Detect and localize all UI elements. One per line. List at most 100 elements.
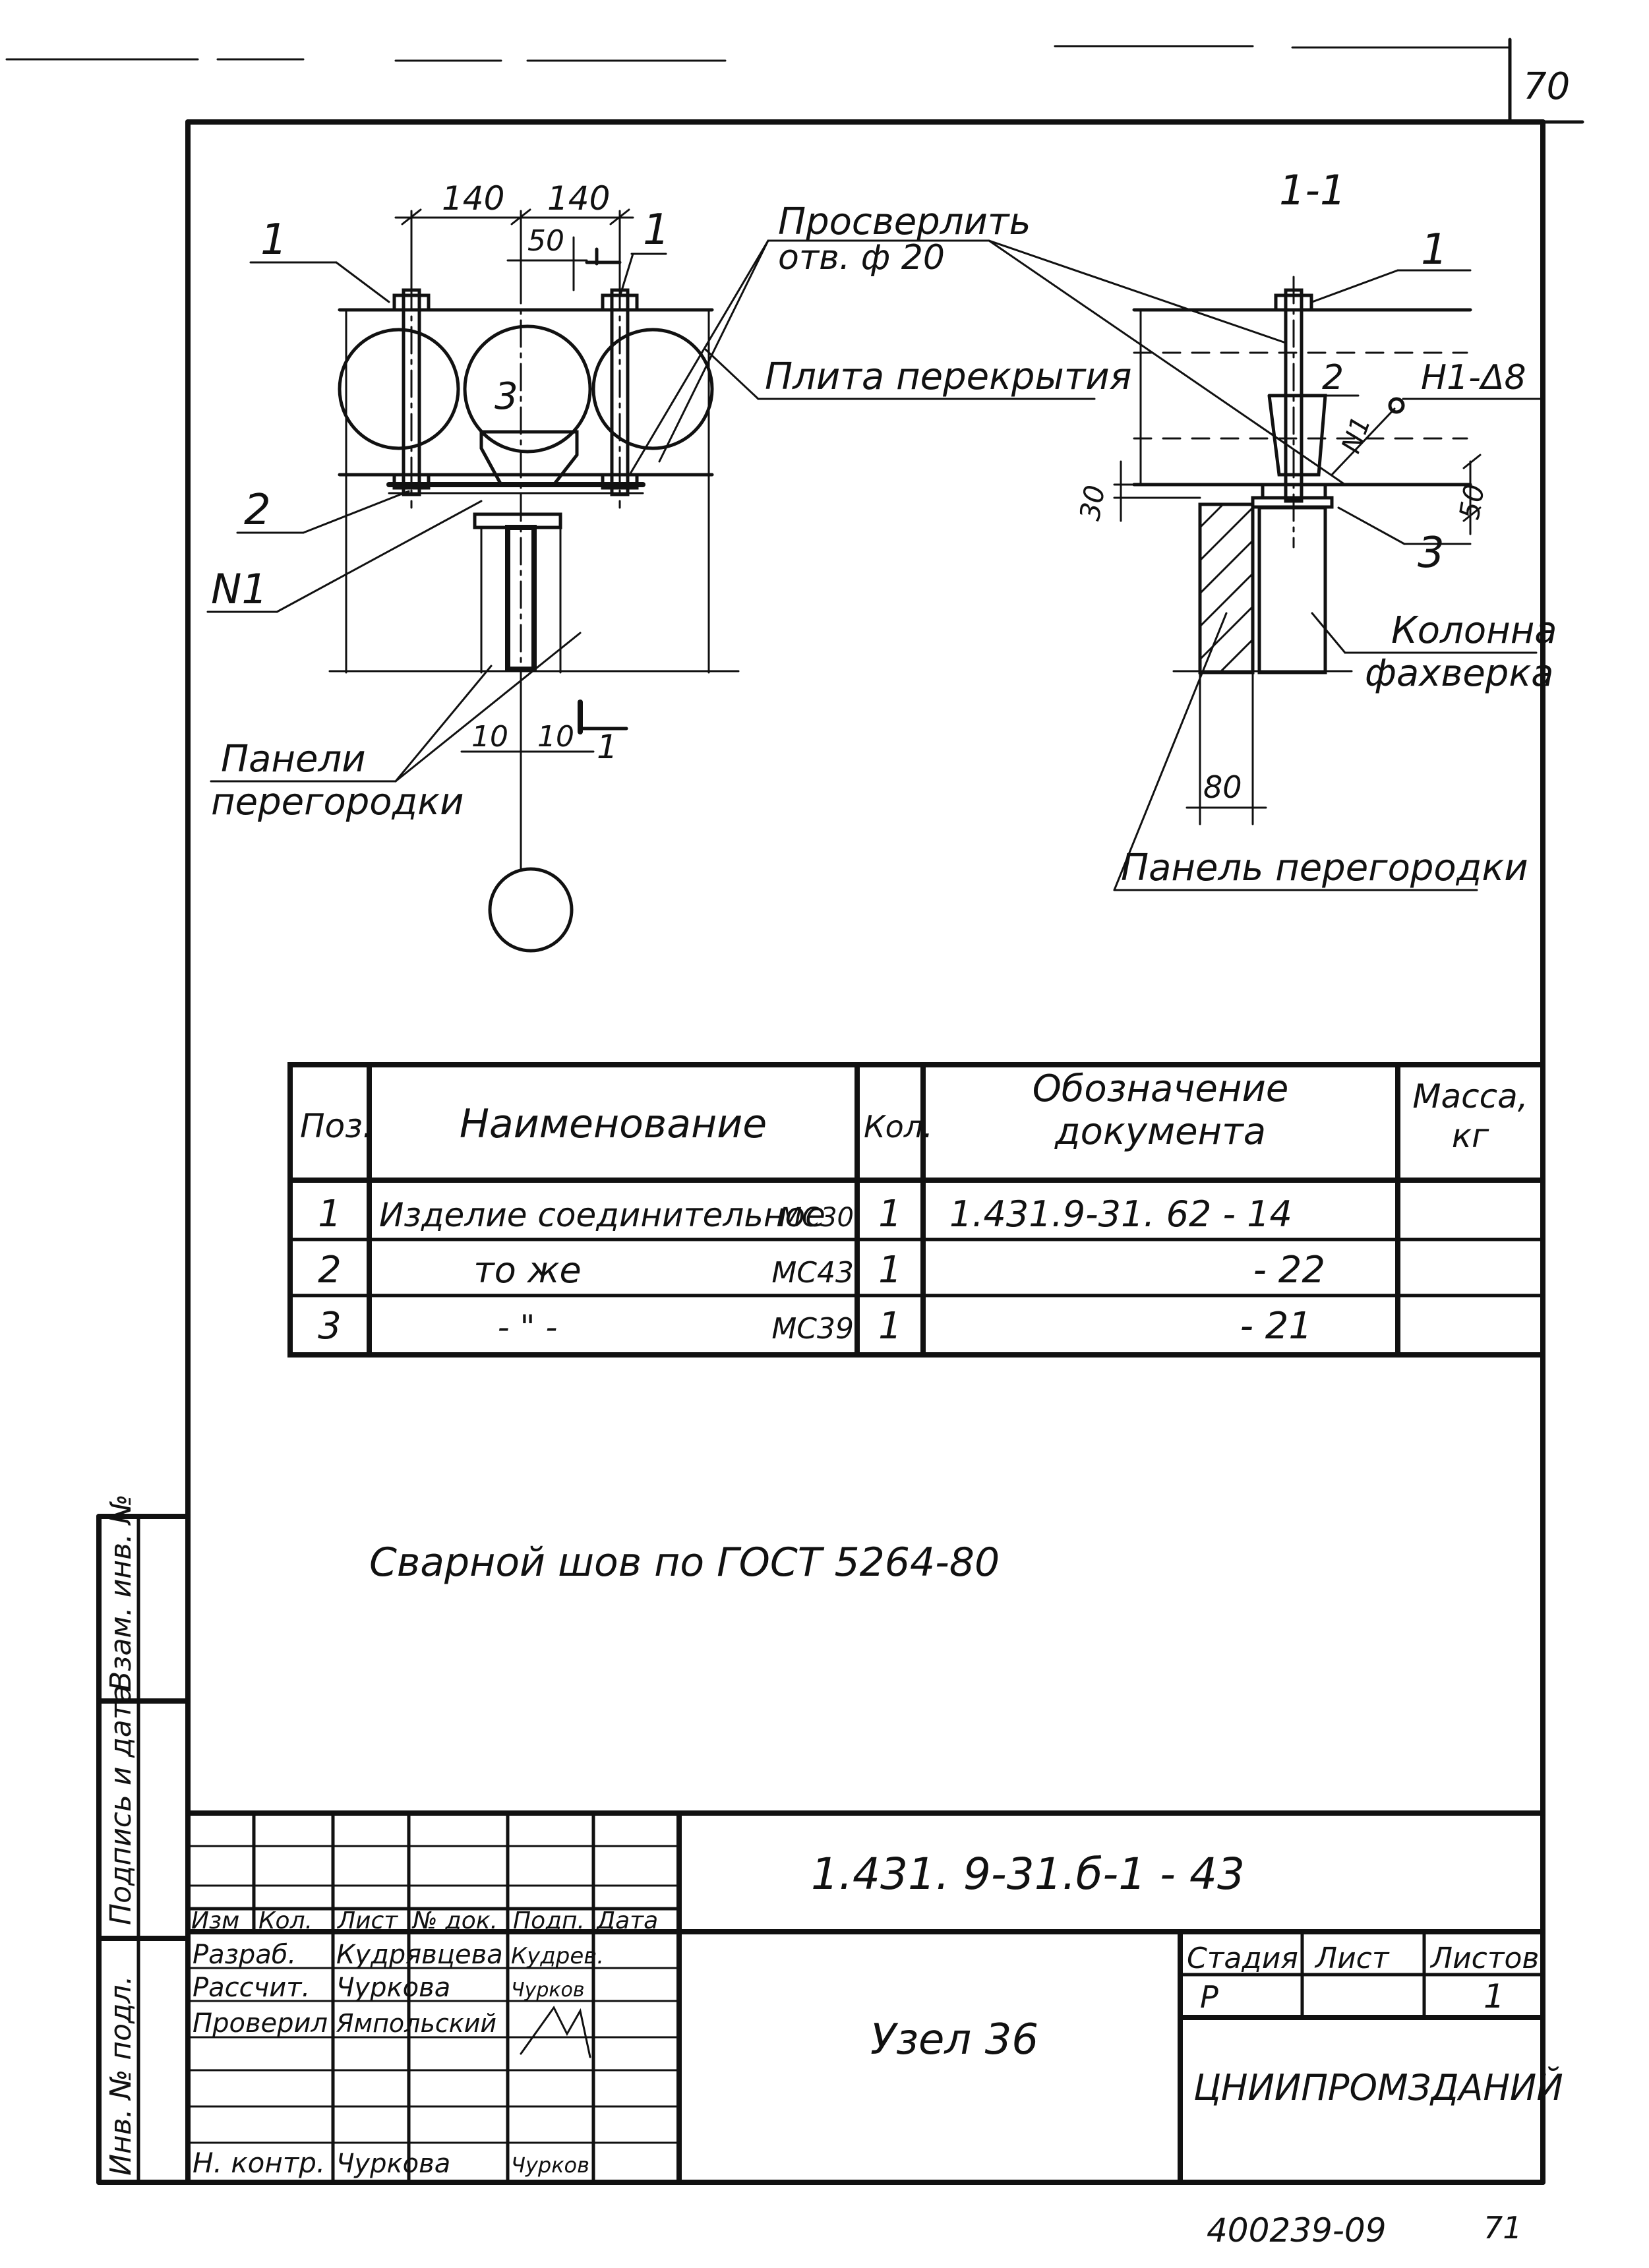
plan-label-2: 2 [244,486,271,535]
tb-header-data: Дата [595,1907,658,1934]
bottom-stamp-page: 71 [1484,2210,1522,2246]
tb-header-ndok: № док. [411,1907,498,1934]
tb-sign-2: Чурков [511,1979,585,2002]
header-mass-line1: Масса, [1412,1077,1528,1116]
tb-name-3: Ямпольский [336,2009,496,2038]
section-column [1198,502,1255,674]
header-doc-line1: Обозначение [1033,1067,1289,1110]
callout-drill-line1: Просверлить [778,200,1031,243]
tb-org: ЦНИИПРОМЗДАНИЙ [1193,2067,1563,2108]
callout-drill-line2: отв. ф 20 [778,238,945,278]
table-row: 2 то же МС43 1 - 22 [318,1249,1325,1292]
section-dim-50: 50 [1453,482,1491,522]
weld-symbol: Н1-Δ8 [1421,358,1526,398]
row-2-qty: 1 [878,1249,902,1292]
callout-column-line2: фахверка [1365,652,1553,695]
section-reference-circle [488,867,574,953]
section-view: 1-1 1 2 [1073,166,1557,891]
callout-panels-line1: Панели [221,738,366,781]
tb-name-4: Чуркова [336,2149,450,2179]
row-3-qty: 1 [878,1305,902,1348]
row-2-name: то же [473,1249,582,1291]
plan-view: 140 140 50 1 1 3 2 N1 Просверлить отв. ф… [206,179,1346,953]
dim-140-right: 140 [547,179,610,218]
callout-column-line1: Колонна [1391,609,1557,652]
tb-sheet-label: Лист [1314,1942,1390,1975]
spec-table: Поз. Наименование Кол. Обозначение докум… [287,1062,1545,1358]
slab-hollow-right [591,328,714,450]
weld-n1: N1 [1336,413,1377,458]
row-3-name: - " - [498,1308,558,1346]
tb-role-4: Н. контр. [193,2147,325,2179]
page-number: 70 [1523,65,1570,108]
tb-header-list: Лист [336,1907,398,1934]
section-dim-80: 80 [1203,769,1242,805]
weld-note: Сварной шов по ГОСТ 5264-80 [369,1539,1000,1586]
header-qty: Кол. [864,1109,933,1145]
table-row: 1 Изделие соединительное МС30 1 1.431.9-… [318,1193,1292,1236]
dim-140-left: 140 [442,179,504,218]
slab-hollow-center [463,324,592,454]
section-label-3: 3 [1418,529,1445,578]
side-stamp: Взам. инв. № Подпись и дата Инв. № подл. [96,1494,191,2185]
dim-10-left: 10 [471,720,508,754]
row-1-mark: МС30 [779,1203,854,1233]
title-block: Изм Кол. Лист № док. Подп. Дата Разраб. … [185,1810,1563,2185]
signature-scribble [520,2006,591,2058]
plan-label-1-right: 1 [643,206,670,254]
tb-stage-label: Стадия [1187,1942,1298,1975]
tb-role-3: Проверил [193,2008,328,2039]
section-title: 1-1 [1279,166,1346,214]
side-stamp-cell-1: Взам. инв. № [104,1494,138,1691]
table-row: 3 - " - МС39 1 - 21 [318,1305,1312,1348]
callout-panels-line2: перегородки [211,781,464,823]
row-2-mark: МС43 [771,1256,854,1290]
header-mass-line2: кг [1452,1117,1489,1155]
dim-50: 50 [527,224,564,258]
plan-label-1-left: 1 [260,216,287,264]
tb-stage-value: Р [1200,1979,1218,2015]
header-doc-line2: документа [1054,1110,1266,1153]
row-1-doc: 1.431.9-31. 62 - 14 [949,1193,1292,1235]
tb-sheets-label: Листов [1429,1942,1539,1975]
dim-10-right: 10 [537,720,574,754]
tb-header-izm: Изм [191,1907,239,1934]
plan-label-n1: N1 [211,565,268,613]
tb-header-podp: Подп. [513,1907,585,1934]
tb-name-1: Кудрявцева [336,1940,503,1970]
tb-role-2: Рассчит. [193,1973,310,2003]
row-3-doc: - 21 [1240,1305,1312,1348]
callout-panel: Панель перегородки [1121,847,1528,889]
section-label-2: 2 [1322,358,1344,398]
tb-name-2: Чуркова [336,1973,450,2003]
tb-sheets-value: 1 [1484,1977,1505,2015]
page-number-box: 70 [1508,38,1584,124]
side-stamp-cell-2: Подпись и дата [104,1685,138,1925]
tb-role-1: Разраб. [193,1940,296,1970]
tb-title: Узел 36 [870,2015,1038,2064]
header-pos: Поз. [300,1107,373,1145]
section-label-1: 1 [1421,225,1448,274]
section-mark-1: 1 [597,728,618,766]
row-2-pos: 2 [318,1249,342,1292]
row-1-qty: 1 [878,1193,902,1236]
section-dim-30: 30 [1073,483,1112,523]
tb-sign-4: Чурков [511,2153,589,2178]
plan-label-3: 3 [495,375,518,418]
side-stamp-cell-3: Инв. № подл. [104,1975,138,2176]
row-3-pos: 3 [318,1305,342,1348]
tb-sign-1: Кудрев. [511,1943,604,1969]
bottom-stamp: 400239-09 [1207,2211,1387,2250]
tb-designation: 1.431. 9-31.б-1 - 43 [811,1849,1245,1899]
scan-top-lines [5,45,1511,62]
row-1-name: Изделие соединительное [379,1196,825,1234]
row-1-pos: 1 [318,1193,342,1236]
row-2-doc: - 22 [1253,1249,1325,1292]
callout-slab: Плита перекрытия [765,355,1131,398]
slab-hollow-left [338,328,460,450]
header-name: Наименование [460,1101,767,1147]
row-3-mark: МС39 [771,1312,854,1346]
drawing-frame [96,119,1545,2185]
tb-header-kol: Кол. [258,1907,313,1934]
